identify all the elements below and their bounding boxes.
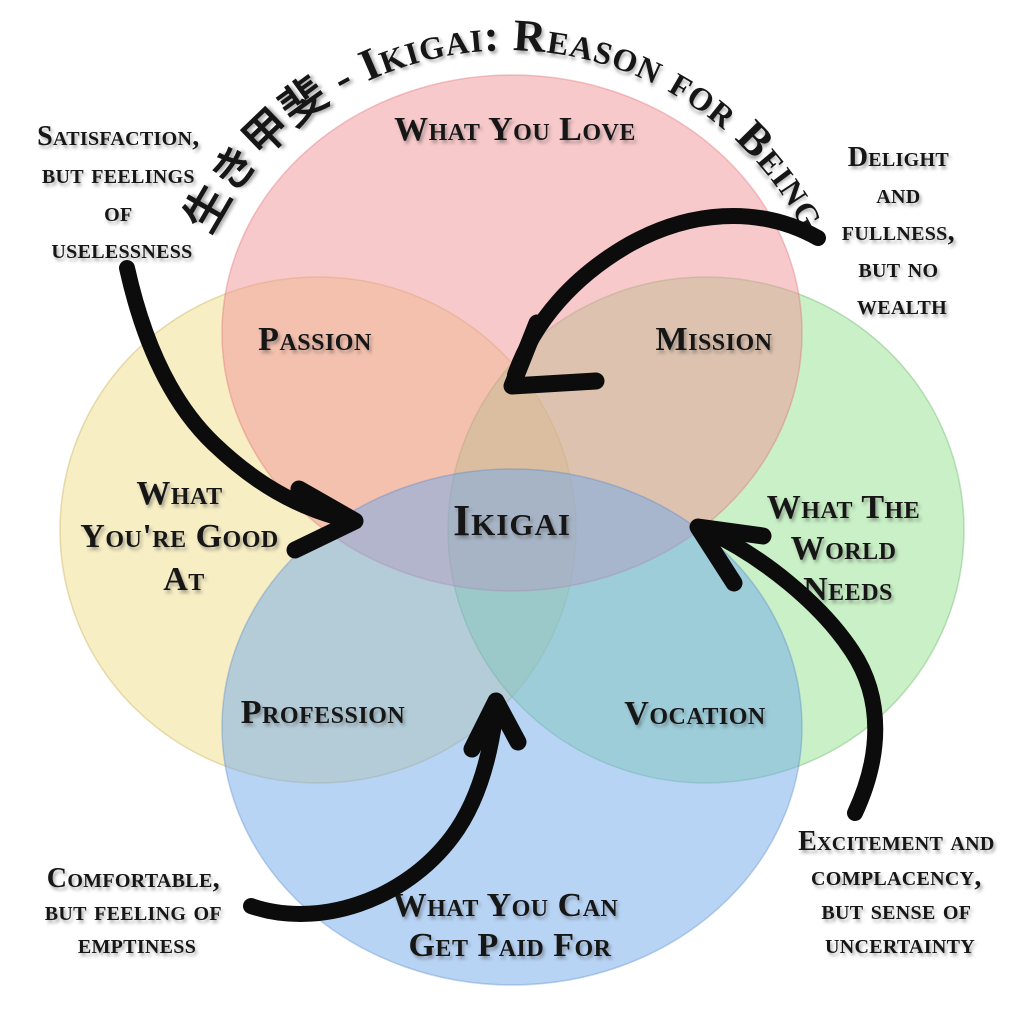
arrow-bottom-left-to-center	[243, 692, 527, 922]
label-ikigai-center: Ikigai	[453, 496, 571, 545]
annotation-top-right-line5: wealth	[857, 290, 947, 321]
label-world-needs-line2: World	[791, 530, 897, 567]
annotation-bottom-right-line3: but sense of	[821, 895, 971, 926]
arrow-top-left-to-center	[119, 260, 364, 559]
annotation-bottom-right-line1: Excitement and	[798, 826, 995, 857]
label-paid-for-line1: What You Can	[393, 887, 619, 924]
annotation-bottom-left-line1: Comfortable,	[47, 863, 220, 894]
annotation-top-left: Satisfaction, but feelings of uselessnes…	[37, 121, 207, 265]
label-profession: Profession	[241, 694, 406, 731]
label-good-at-line3: At	[163, 561, 205, 598]
annotation-bottom-left: Comfortable, but feeling of emptiness	[45, 863, 229, 960]
annotation-top-left-line4: uselessness	[51, 234, 192, 265]
annotation-top-right-line1: Delight	[848, 142, 950, 173]
label-what-the-world-needs: What The World Needs	[767, 489, 929, 608]
arrow-bottom-right-to-center	[689, 518, 884, 821]
annotation-top-right-line4: but no	[858, 253, 938, 284]
label-what-you-love: What You Love	[394, 111, 636, 148]
annotation-bottom-left-line2: but feeling of	[45, 896, 222, 927]
annotation-bottom-right-line2: complacency,	[811, 861, 982, 892]
label-passion: Passion	[258, 321, 372, 358]
annotation-top-right: Delight and fullness, but no wealth	[842, 142, 962, 321]
label-mission: Mission	[656, 321, 773, 358]
annotation-top-right-line2: and	[876, 179, 920, 210]
annotation-top-left-line1: Satisfaction,	[37, 121, 199, 152]
label-vocation: Vocation	[624, 695, 766, 732]
annotation-top-left-line3: of	[104, 197, 132, 228]
arrow-top-right-to-center	[503, 208, 826, 395]
annotation-top-left-line2: but feelings	[42, 159, 195, 190]
annotation-bottom-right: Excitement and complacency, but sense of…	[798, 826, 1002, 960]
label-world-needs-line1: What The	[767, 489, 920, 526]
label-good-at-line2: You're Good	[80, 518, 278, 555]
annotation-bottom-right-line4: uncertainty	[825, 929, 975, 960]
label-paid-for-line2: Get Paid For	[408, 927, 611, 964]
label-what-youre-good-at: What You're Good At	[80, 475, 287, 598]
annotation-top-right-line3: fullness,	[842, 216, 955, 247]
label-good-at-line1: What	[136, 475, 222, 512]
label-what-you-can-get-paid-for: What You Can Get Paid For	[393, 887, 628, 964]
annotation-bottom-left-line3: emptiness	[78, 929, 196, 960]
